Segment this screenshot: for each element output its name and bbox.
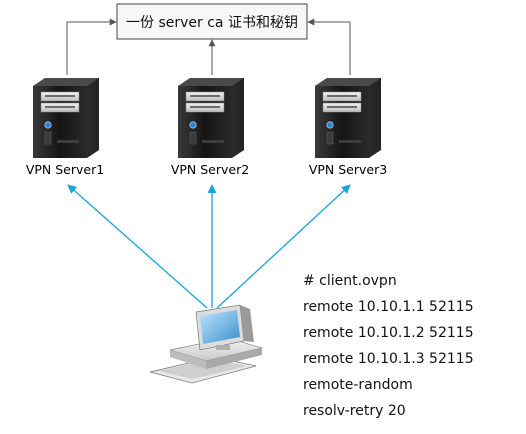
- server-1-label: VPN Server1: [26, 162, 104, 177]
- config-line: remote-random: [303, 377, 413, 393]
- client-to-server1-arrow: [67, 184, 208, 309]
- config-line: # client.ovpn: [303, 273, 397, 289]
- server-to-cert-arrows: [66, 18, 351, 75]
- client-config: # client.ovpn remote 10.10.1.1 52115 rem…: [303, 273, 474, 419]
- client-to-server3-arrow: [216, 184, 351, 309]
- config-line: resolv-retry 20: [303, 403, 406, 419]
- server-3-label: VPN Server3: [309, 162, 387, 177]
- desktop-computer-icon: [149, 304, 264, 384]
- server-3: VPN Server3: [309, 77, 387, 177]
- cert-box: 一份 server ca 证书和秘钥: [116, 3, 308, 40]
- cert-box-frame: [116, 3, 308, 40]
- server3-to-cert-arrow: [307, 18, 351, 75]
- server-2: VPN Server2: [171, 77, 249, 177]
- cert-box-label: 一份 server ca 证书和秘钥: [126, 15, 298, 31]
- server-2-label: VPN Server2: [171, 162, 249, 177]
- config-line: remote 10.10.1.2 52115: [303, 325, 474, 341]
- client-to-server-arrows: [67, 184, 351, 309]
- server1-to-cert-arrow: [66, 18, 117, 75]
- server-icon: [314, 77, 382, 159]
- server-icon: [32, 77, 100, 159]
- server-1: VPN Server1: [26, 77, 104, 177]
- config-line: remote 10.10.1.1 52115: [303, 299, 474, 315]
- config-line: remote 10.10.1.3 52115: [303, 351, 474, 367]
- server-icon: [177, 77, 245, 159]
